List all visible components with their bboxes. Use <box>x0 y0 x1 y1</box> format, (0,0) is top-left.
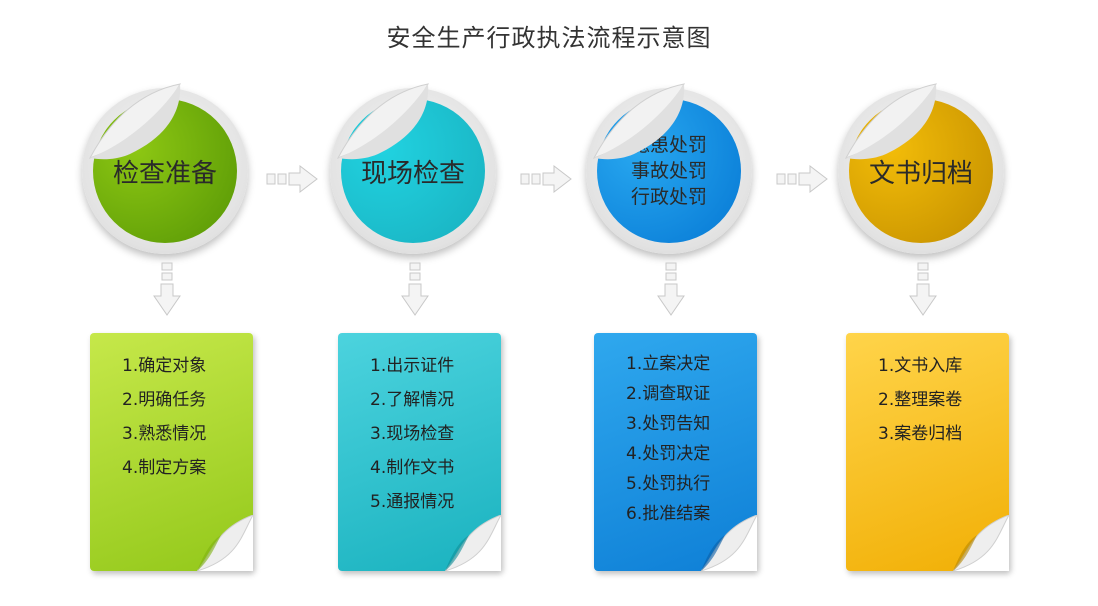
task-item: 3.案卷归档 <box>878 424 963 444</box>
task-list: 1.文书入库 2.整理案卷 3.案卷归档 <box>878 349 962 451</box>
step-inspection-preparation: 检查准备 1.确定对象 2.明确任务 3.熟悉情况 4.制定方案 <box>70 80 270 580</box>
badge-disc: 隐患处罚 事故处罚 行政处罚 <box>597 99 741 243</box>
task-item: 3.处罚告知 <box>626 414 711 434</box>
down-arrow-icon <box>657 262 685 316</box>
task-item: 6.批准结案 <box>626 504 711 524</box>
step-label-line: 行政处罚 <box>630 186 707 208</box>
badge-disc: 文书归档 <box>849 99 993 243</box>
right-arrow-icon <box>266 165 318 193</box>
task-item: 3.熟悉情况 <box>122 424 207 444</box>
step-site-inspection: 现场检查 1.出示证件 2.了解情况 3.现场检查 4.制作文书 5.通报情况 <box>318 80 518 580</box>
page-curl-icon <box>701 515 757 571</box>
task-list: 1.确定对象 2.明确任务 3.熟悉情况 4.制定方案 <box>122 349 206 485</box>
step-archiving: 文书归档 1.文书入库 2.整理案卷 3.案卷归档 <box>826 80 1026 580</box>
diagram-title: 安全生产行政执法流程示意图 <box>386 24 712 52</box>
page-curl-icon <box>953 515 1009 571</box>
step-label-line: 事故处罚 <box>630 160 707 182</box>
task-item: 1.出示证件 <box>370 356 455 376</box>
page-curl-icon <box>445 515 501 571</box>
task-item: 5.通报情况 <box>370 492 455 512</box>
right-arrow-icon <box>520 165 572 193</box>
step-badge: 现场检查 <box>330 88 496 254</box>
task-item: 1.文书入库 <box>878 356 963 376</box>
task-item: 2.整理案卷 <box>878 390 963 410</box>
step-card: 1.立案决定 2.调查取证 3.处罚告知 4.处罚决定 5.处罚执行 6.批准结… <box>594 333 757 571</box>
step-label-line: 隐患处罚 <box>630 134 707 156</box>
task-item: 4.制定方案 <box>122 458 207 478</box>
task-item: 5.处罚执行 <box>626 474 711 494</box>
right-arrow-icon <box>776 165 828 193</box>
step-badge: 隐患处罚 事故处罚 行政处罚 <box>586 88 752 254</box>
step-label: 文书归档 <box>868 158 973 189</box>
task-list: 1.立案决定 2.调查取证 3.处罚告知 4.处罚决定 5.处罚执行 6.批准结… <box>626 349 710 529</box>
down-arrow-icon <box>401 262 429 316</box>
page-curl-icon <box>197 515 253 571</box>
step-label-lines: 隐患处罚 事故处罚 行政处罚 <box>631 132 707 210</box>
task-item: 1.立案决定 <box>626 354 711 374</box>
step-badge: 文书归档 <box>838 88 1004 254</box>
task-item: 1.确定对象 <box>122 356 207 376</box>
task-item: 3.现场检查 <box>370 424 455 444</box>
task-item: 2.明确任务 <box>122 390 207 410</box>
task-item: 4.处罚决定 <box>626 444 711 464</box>
step-badge: 检查准备 <box>82 88 248 254</box>
step-label: 检查准备 <box>112 158 217 189</box>
step-card: 1.文书入库 2.整理案卷 3.案卷归档 <box>846 333 1009 571</box>
task-item: 2.了解情况 <box>370 390 455 410</box>
badge-disc: 检查准备 <box>93 99 237 243</box>
badge-disc: 现场检查 <box>341 99 485 243</box>
task-list: 1.出示证件 2.了解情况 3.现场检查 4.制作文书 5.通报情况 <box>370 349 454 519</box>
step-penalty: 隐患处罚 事故处罚 行政处罚 1.立案决定 2.调查取证 3.处罚告知 4.处罚… <box>574 80 774 580</box>
step-card: 1.确定对象 2.明确任务 3.熟悉情况 4.制定方案 <box>90 333 253 571</box>
down-arrow-icon <box>153 262 181 316</box>
step-label: 现场检查 <box>360 158 465 189</box>
down-arrow-icon <box>909 262 937 316</box>
task-item: 2.调查取证 <box>626 384 711 404</box>
step-card: 1.出示证件 2.了解情况 3.现场检查 4.制作文书 5.通报情况 <box>338 333 501 571</box>
task-item: 4.制作文书 <box>370 458 455 478</box>
